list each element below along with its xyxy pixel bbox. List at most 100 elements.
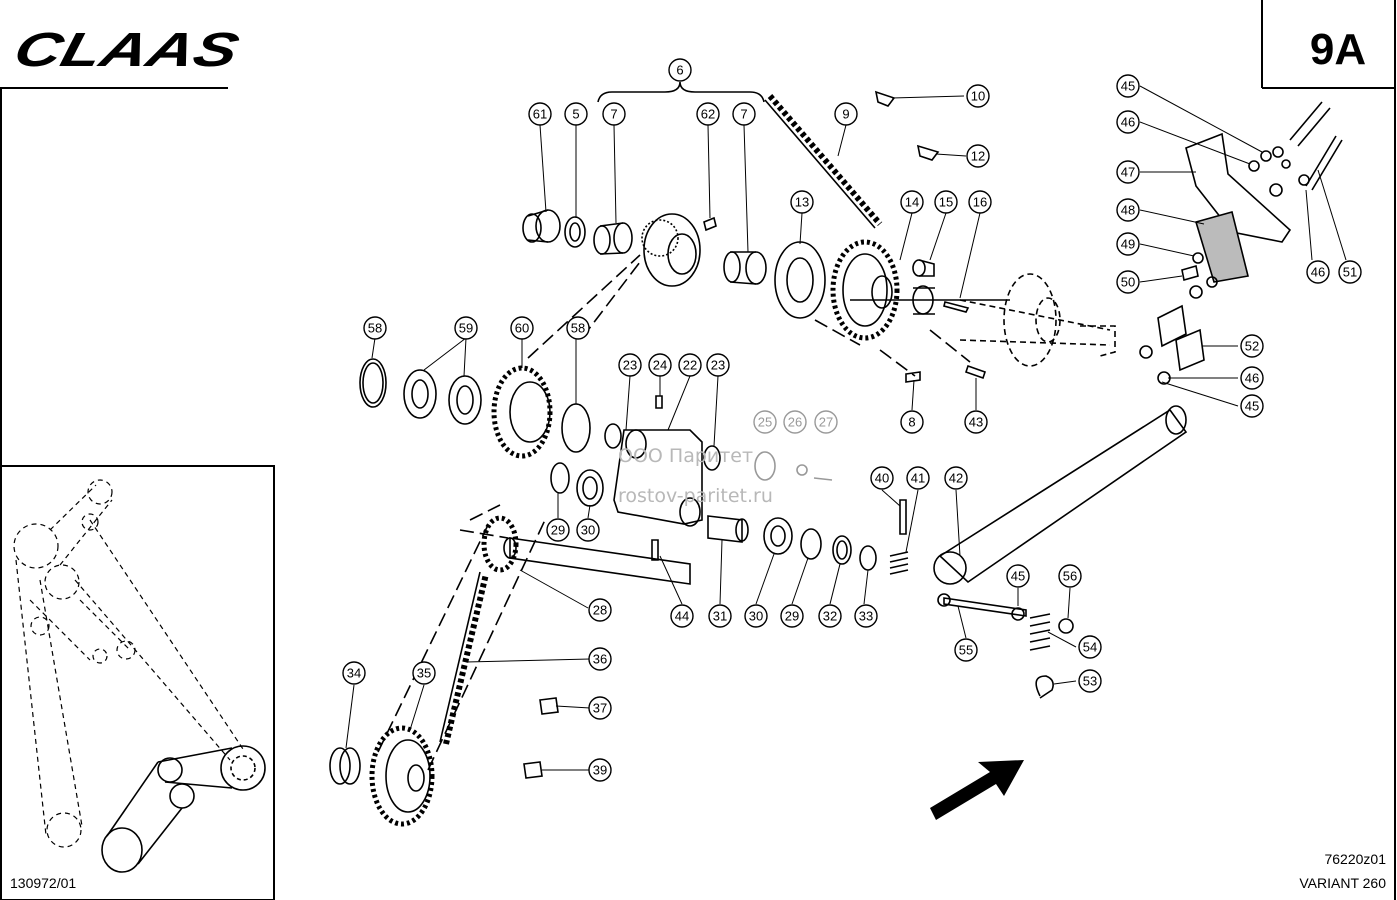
callout-label: 62 [701, 107, 715, 122]
callout-label: 23 [711, 358, 725, 373]
callout-51: 51 [1338, 260, 1362, 284]
callout-label: 23 [623, 358, 637, 373]
callout-label: 10 [971, 89, 985, 104]
callout-label: 13 [795, 195, 809, 210]
callout-label: 53 [1083, 674, 1097, 689]
callout-62: 62 [696, 102, 720, 126]
callout-50: 50 [1116, 270, 1140, 294]
callout-42: 42 [944, 466, 968, 490]
callout-label: 35 [417, 666, 431, 681]
callout-53: 53 [1078, 669, 1102, 693]
callout-label: 5 [572, 107, 579, 122]
callout-32: 32 [818, 604, 842, 628]
callout-label: 45 [1011, 569, 1025, 584]
callout-label: 34 [347, 666, 361, 681]
callout-label: 56 [1063, 569, 1077, 584]
callout-59: 59 [454, 316, 478, 340]
model-name: VARIANT 260 [1299, 875, 1386, 891]
callout-label: 51 [1343, 265, 1357, 280]
callout-45: 45 [1116, 74, 1140, 98]
callout-48: 48 [1116, 198, 1140, 222]
callout-label: 54 [1083, 640, 1097, 655]
callout-49: 49 [1116, 232, 1140, 256]
callout-46: 46 [1116, 110, 1140, 134]
callout-34: 34 [342, 661, 366, 685]
callout-29: 29 [780, 604, 804, 628]
callout-label: 42 [949, 471, 963, 486]
callout-46: 46 [1306, 260, 1330, 284]
callout-label: 22 [683, 358, 697, 373]
callout-36: 36 [588, 647, 612, 671]
callout-label: 46 [1311, 265, 1325, 280]
logo-text: CLAAS [9, 24, 244, 77]
callout-27: 27 [814, 410, 838, 434]
callout-label: 29 [785, 609, 799, 624]
callout-58: 58 [566, 316, 590, 340]
callout-30: 30 [744, 604, 768, 628]
callout-61: 61 [528, 102, 552, 126]
callout-35: 35 [412, 661, 436, 685]
callout-10: 10 [966, 84, 990, 108]
callout-label: 55 [959, 643, 973, 658]
callout-label: 60 [515, 321, 529, 336]
callout-label: 14 [905, 195, 919, 210]
callout-label: 52 [1245, 339, 1259, 354]
callout-label: 12 [971, 149, 985, 164]
callout-54: 54 [1078, 635, 1102, 659]
callout-label: 7 [610, 107, 617, 122]
callout-9: 9 [834, 102, 858, 126]
callout-45: 45 [1006, 564, 1030, 588]
callout-label: 8 [908, 415, 915, 430]
callout-41: 41 [906, 466, 930, 490]
callout-label: 46 [1245, 371, 1259, 386]
callout-25: 25 [753, 410, 777, 434]
callout-label: 58 [368, 321, 382, 336]
callout-40: 40 [870, 466, 894, 490]
callout-label: 59 [459, 321, 473, 336]
callout-label: 27 [819, 415, 833, 430]
callout-label: 61 [533, 107, 547, 122]
callout-6: 6 [668, 58, 692, 82]
callout-label: 58 [571, 321, 585, 336]
watermark-site: rostov-paritet.ru [618, 485, 773, 507]
callout-60: 60 [510, 316, 534, 340]
claas-logo: CLAAS [9, 24, 244, 77]
callout-label: 30 [581, 523, 595, 538]
callout-label: 45 [1245, 399, 1259, 414]
callout-23: 23 [618, 353, 642, 377]
callout-label: 39 [593, 763, 607, 778]
callout-46: 46 [1240, 366, 1264, 390]
callout-label: 44 [675, 609, 689, 624]
callout-label: 28 [593, 603, 607, 618]
callout-label: 9 [842, 107, 849, 122]
callout-label: 29 [551, 523, 565, 538]
callout-7: 7 [732, 102, 756, 126]
callout-14: 14 [900, 190, 924, 214]
callout-31: 31 [708, 604, 732, 628]
callout-30: 30 [576, 518, 600, 542]
callout-label: 45 [1121, 79, 1135, 94]
callout-label: 47 [1121, 165, 1135, 180]
callout-24: 24 [648, 353, 672, 377]
overview-inset [0, 465, 275, 900]
callout-label: 43 [969, 415, 983, 430]
callout-12: 12 [966, 144, 990, 168]
callout-label: 31 [713, 609, 727, 624]
watermark-company: ООО Паритет [618, 445, 753, 467]
callout-16: 16 [968, 190, 992, 214]
drawing-number: 76220z01 [1324, 851, 1386, 867]
callout-label: 16 [973, 195, 987, 210]
callout-label: 49 [1121, 237, 1135, 252]
callout-label: 26 [788, 415, 802, 430]
callout-43: 43 [964, 410, 988, 434]
callout-label: 40 [875, 471, 889, 486]
callout-label: 7 [740, 107, 747, 122]
callout-55: 55 [954, 638, 978, 662]
callout-22: 22 [678, 353, 702, 377]
callout-52: 52 [1240, 334, 1264, 358]
assembly-linework [329, 81, 1347, 827]
callout-label: 33 [859, 609, 873, 624]
callout-label: 30 [749, 609, 763, 624]
callout-15: 15 [934, 190, 958, 214]
